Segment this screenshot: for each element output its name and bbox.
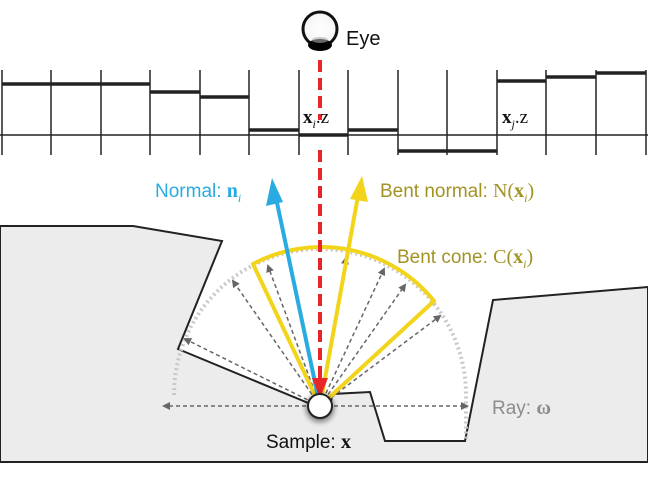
scene-surface [0,225,648,463]
view-ray [312,60,328,398]
ray-arrow [231,279,321,407]
bent-normal-label: Bent normal: N(xi) [380,180,534,205]
ray-label: Ray: ω [492,397,551,419]
bent-normal-arrow [318,176,368,407]
sample-label: Sample: x [266,431,351,453]
depth-values [2,71,646,153]
ray-arrow [319,267,386,407]
surface-left [0,225,648,463]
ray-arrow [319,283,407,407]
sample-point [306,393,334,422]
bent-cone-label: Bent cone: C(xi) [397,246,533,271]
ray-arrow [319,314,442,407]
eye-label: Eye [346,28,380,50]
depth-buffer [0,70,648,155]
normal-label: Normal: ni [155,180,241,205]
hemisphere-arc [172,247,468,441]
eye-icon [301,10,339,51]
ray-arrow [266,264,321,407]
normal-arrow [266,178,322,407]
bent-normal-arrowhead [350,176,368,202]
xj-z-label: xj.z [502,107,528,131]
sample-rays [162,256,469,410]
depth-buffer-ticks [1,70,647,155]
xi-z-label: xi.z [303,107,329,131]
normal-arrowhead [266,178,283,206]
view-ray-arrowhead [312,378,328,398]
